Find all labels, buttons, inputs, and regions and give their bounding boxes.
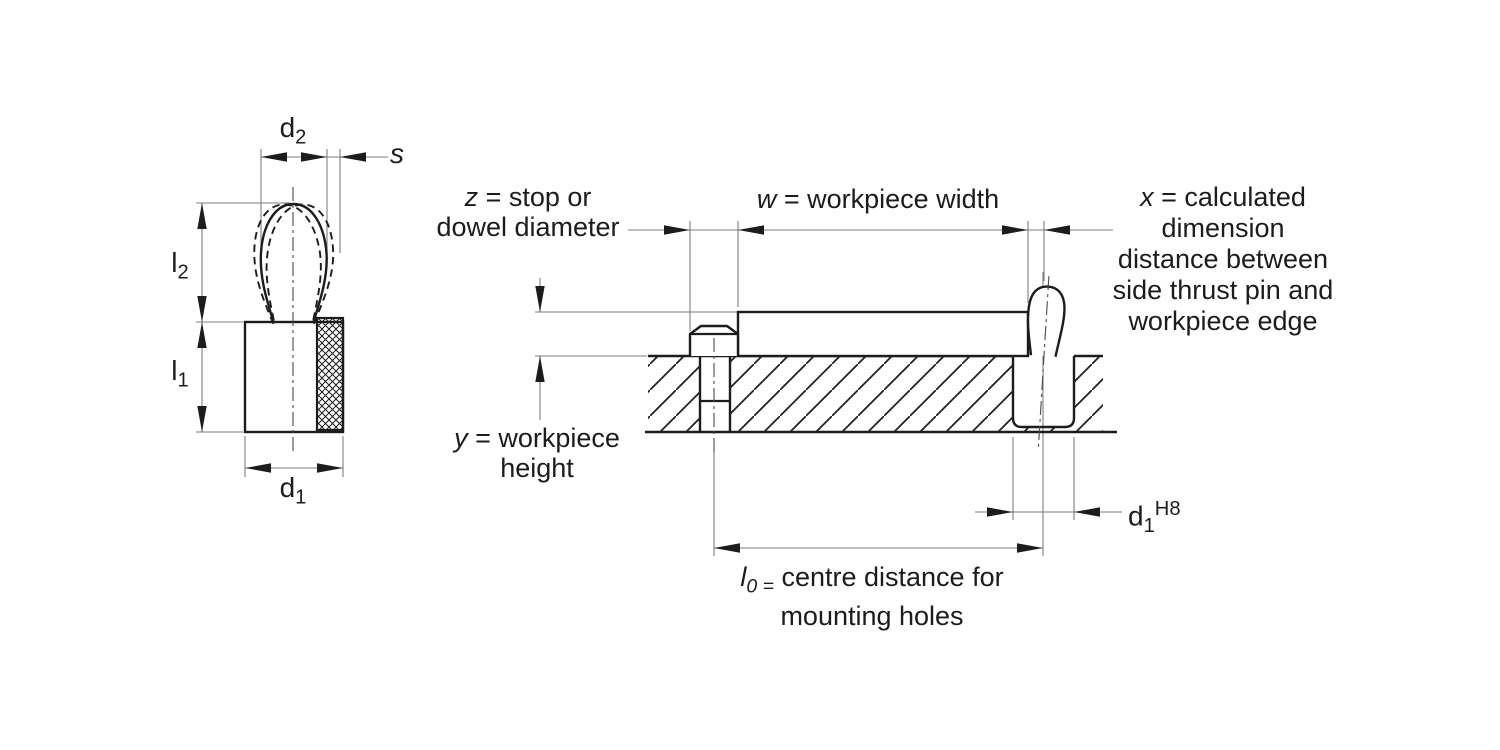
arrow-d2-right xyxy=(301,152,327,162)
knurled-sleeve xyxy=(315,316,345,432)
arrow-l2-top xyxy=(197,203,207,229)
assembly-section-view xyxy=(535,221,1122,556)
arrow-s xyxy=(340,152,366,162)
dimension-label-l1: l1 xyxy=(171,355,189,392)
pin-detail-view xyxy=(196,149,388,477)
arrow-l1-top xyxy=(197,322,207,348)
pin-axis-center-line xyxy=(1037,276,1050,450)
arrow-x-right xyxy=(1044,225,1070,235)
thrust-pin-hole xyxy=(1011,356,1076,429)
bulb-deflected-outlines xyxy=(253,203,335,325)
arrow-l1-bottom xyxy=(197,406,207,432)
label-z-stop-or-dowel-diameter: z = stop or dowel diameter xyxy=(436,182,620,242)
arrow-d1-left xyxy=(245,463,271,473)
arrow-y-top xyxy=(535,286,545,312)
label-x-calculated-dimension: x = calculated dimension distance betwee… xyxy=(1112,182,1334,336)
bulb-deflected-left xyxy=(253,203,322,325)
label-l0-centre-distance: l0 = centre distance for mounting holes xyxy=(740,562,1004,632)
dimension-label-l2: l2 xyxy=(171,247,189,284)
dimension-label-d1: d1 xyxy=(279,472,307,509)
dimension-label-d1-h8: d1H8 xyxy=(1128,498,1181,537)
workpiece xyxy=(736,310,1030,358)
arrow-w-right xyxy=(1002,225,1028,235)
label-w-workpiece-width: w = workpiece width xyxy=(756,184,1000,214)
arrow-d1-right xyxy=(317,463,343,473)
section-arrowheads xyxy=(535,225,1100,553)
arrow-y-bottom xyxy=(535,356,545,382)
arrow-z-left xyxy=(664,225,690,235)
arrow-d2-left xyxy=(261,152,287,162)
arrow-l0-right xyxy=(1017,543,1043,553)
bulb-deflected-right xyxy=(265,203,335,325)
arrow-d1h8-right xyxy=(1074,507,1100,517)
section-center-lines xyxy=(713,276,1050,452)
arrow-d1h8-left xyxy=(987,507,1013,517)
arrow-l0-left xyxy=(714,543,740,553)
bulb-outline xyxy=(259,202,328,323)
arrow-z-right-w-left xyxy=(738,225,764,235)
arrow-l2-bottom xyxy=(197,296,207,322)
detail-arrowheads xyxy=(197,152,366,473)
base-plate-hatching xyxy=(648,356,1103,432)
label-y-workpiece-height: y = workpiece height xyxy=(454,423,620,483)
dimension-label-s: s xyxy=(390,138,404,169)
stop-shank-sides xyxy=(698,356,732,432)
dimension-label-d2: d2 xyxy=(279,112,307,149)
